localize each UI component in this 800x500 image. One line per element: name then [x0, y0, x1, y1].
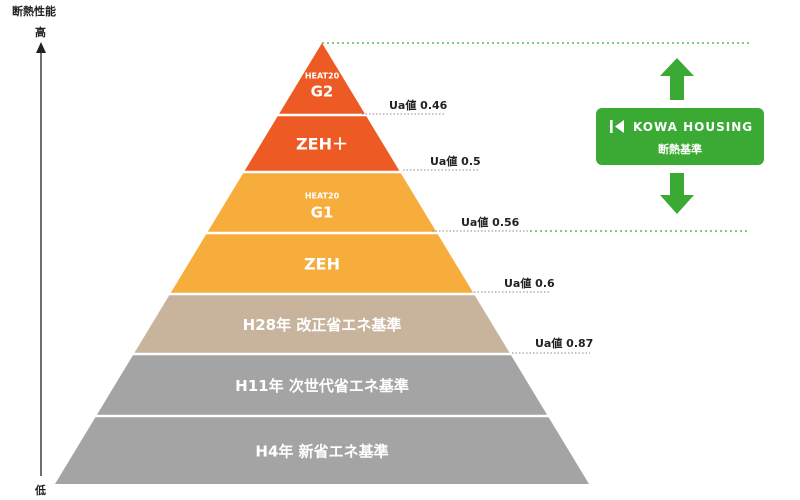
tier-label: H28年 改正省エネ基準 [243, 316, 402, 334]
kowa-housing-badge: KOWA HOUSING 断熱基準 [596, 108, 764, 165]
tier-sub-label: HEAT20 [305, 192, 340, 201]
ua-value-label: Ua値 0.5 [430, 154, 481, 168]
ua-value-label: Ua値 0.6 [504, 276, 555, 290]
tier-label: ZEH＋ [296, 135, 348, 154]
ua-value-label: Ua値 0.87 [535, 336, 593, 350]
pyramid-tier-shape [244, 116, 400, 171]
tier-label: ZEH [304, 255, 340, 274]
pyramid-tier: ZEH [170, 234, 474, 293]
tier-label: G1 [311, 204, 334, 222]
badge-title: KOWA HOUSING [633, 120, 753, 134]
pyramid-tier-shape [279, 43, 365, 114]
tier-label: G2 [311, 82, 334, 100]
vertical-axis: 断熱性能 高 低 [12, 4, 56, 497]
pyramid-tier-shape [207, 173, 437, 232]
pyramid-tier-shape [170, 234, 474, 293]
tier-label: H4年 新省エネ基準 [255, 443, 388, 461]
tier-sub-label: HEAT20 [305, 71, 340, 80]
arrow-up-icon [660, 58, 694, 100]
pyramid-tier-shape [55, 417, 589, 484]
pyramid-tier-shape [134, 295, 510, 353]
pyramid-tier: H4年 新省エネ基準 [55, 417, 589, 484]
tier-label: H11年 次世代省エネ基準 [235, 377, 409, 395]
axis-arrow-up-icon [36, 42, 46, 53]
badge-subtitle: 断熱基準 [658, 142, 702, 156]
axis-high-label: 高 [35, 25, 46, 39]
kowa-range-lines [322, 42, 750, 232]
ua-value-label: Ua値 0.56 [461, 215, 520, 229]
ua-value-label: Ua値 0.46 [389, 98, 448, 112]
axis-low-label: 低 [34, 483, 46, 497]
k-logo-icon [610, 120, 624, 133]
axis-title: 断熱性能 [12, 4, 56, 18]
arrow-down-icon [660, 173, 694, 214]
badge-background [596, 108, 764, 165]
pyramid-tier: H28年 改正省エネ基準 [134, 295, 510, 353]
pyramid-tier-shape [96, 355, 548, 415]
pyramid-tier: H11年 次世代省エネ基準 [96, 355, 548, 415]
pyramid-tier: ZEH＋ [244, 116, 400, 171]
